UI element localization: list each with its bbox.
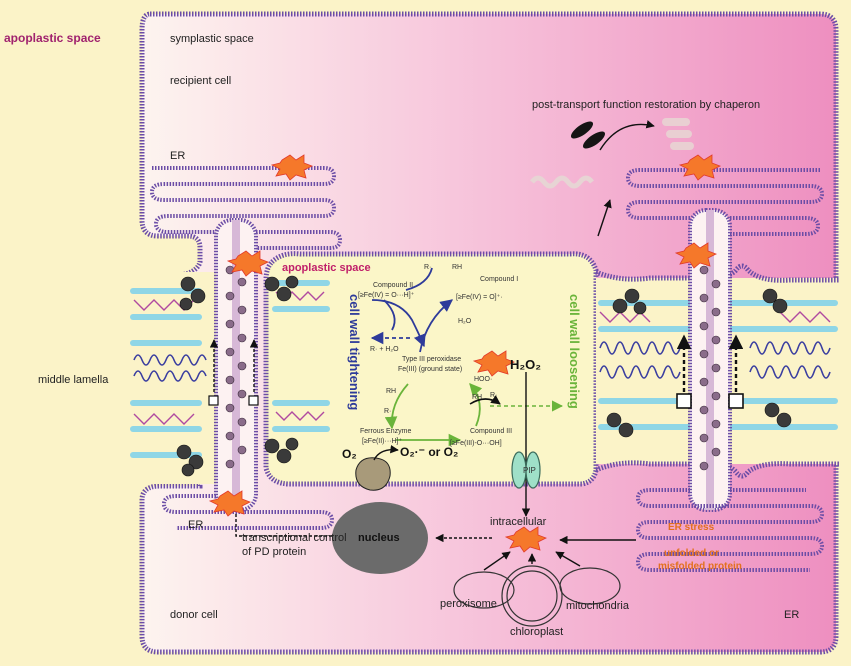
compound-ii-formula: [≥Fe(IV) = O···H]⁺ bbox=[358, 292, 415, 299]
ground-state-label: Fe(III) (ground state) bbox=[398, 366, 463, 373]
pip-label: PIP bbox=[523, 466, 536, 475]
right-wall-membrane-bottom bbox=[595, 460, 840, 479]
misfolded-protein-label: misfolded protein bbox=[658, 561, 742, 572]
ferrous-formula: [≥Fe(II)···H]⁺ bbox=[362, 438, 403, 445]
tightening-cycle bbox=[370, 267, 453, 353]
nucleus-label: nucleus bbox=[358, 532, 400, 544]
er-top-left-label: ER bbox=[170, 150, 186, 162]
compound-i-formula: [≥Fe(IV) = O]⁺· bbox=[456, 294, 503, 301]
compound-iii-formula: [≥Fe(III)-O···OH] bbox=[450, 440, 502, 447]
nucleus bbox=[332, 502, 428, 574]
ros-burst-icon bbox=[208, 154, 721, 553]
pd-protein-label: of PD protein bbox=[242, 546, 307, 558]
cell-wall-loosening-label: cell wall loosening bbox=[567, 294, 582, 409]
unfolded-label: unfolded or bbox=[664, 548, 719, 559]
intracellular-label: intracellular bbox=[490, 516, 547, 528]
symplastic-space-label: symplastic space bbox=[170, 33, 254, 45]
chloroplast-label: chloroplast bbox=[510, 626, 564, 638]
apoplastic-space-center-label: apoplastic space bbox=[282, 262, 371, 274]
donor-cell-label: donor cell bbox=[170, 609, 218, 621]
peroxisome-label: peroxisome bbox=[440, 598, 497, 610]
r-h2o-label: R· + H₂O bbox=[370, 346, 399, 353]
trafficking-arrows-right bbox=[676, 334, 744, 392]
h2o-label: H₂O bbox=[458, 318, 472, 325]
r-dot-label-1: R· bbox=[424, 264, 432, 271]
right-wall-membrane-top bbox=[595, 263, 840, 283]
mitochondria bbox=[559, 567, 621, 605]
mitochondria-label: mitochondria bbox=[566, 600, 629, 612]
compound-iii-label: Compound III bbox=[470, 428, 513, 435]
cargo-boxes-right bbox=[676, 393, 744, 409]
er-bottom-left-label: ER bbox=[188, 519, 204, 531]
h2o2-label: H₂O₂ bbox=[510, 357, 542, 372]
post-transport-label: post-transport function restoration by c… bbox=[532, 99, 761, 111]
compound-i-label: Compound I bbox=[480, 276, 519, 283]
er-bottom-right bbox=[635, 488, 825, 572]
folded-protein-icon bbox=[662, 118, 694, 150]
ferrous-enzyme-label: Ferrous Enzyme bbox=[360, 428, 412, 435]
chloroplast bbox=[501, 565, 563, 627]
cell-wall-tightening-label: cell wall tightening bbox=[347, 294, 362, 411]
compound-ii-label: Compound II bbox=[373, 282, 414, 289]
chaperone-icon bbox=[570, 121, 606, 149]
ferrous-cycle bbox=[384, 383, 483, 447]
r-dot-label-2: R· bbox=[384, 408, 392, 415]
hoo-swirl bbox=[469, 395, 501, 405]
rh-label-1: RH bbox=[452, 264, 463, 271]
pip-channel bbox=[511, 451, 541, 489]
organelle-arrows bbox=[483, 535, 636, 571]
o2-arrow bbox=[373, 444, 399, 461]
plasmodesma-right bbox=[688, 208, 732, 512]
transcriptional-control-label: transcriptional control bbox=[242, 532, 347, 544]
rh-label-3: RH bbox=[472, 394, 483, 401]
o2-label: O₂ bbox=[342, 447, 357, 461]
er-top-left bbox=[149, 166, 343, 250]
recipient-cell-label: recipient cell bbox=[170, 75, 232, 87]
peroxisome bbox=[453, 571, 515, 609]
er-top-right bbox=[625, 168, 825, 236]
trafficking-arrows-left bbox=[209, 339, 259, 392]
left-cell-wall bbox=[130, 288, 207, 458]
type3-peroxidase-label: Type III peroxidase bbox=[402, 356, 462, 363]
o2-products-label: O₂·⁻ or O₂ bbox=[400, 445, 459, 459]
apoplastic-space-label: apoplastic space bbox=[4, 31, 101, 45]
protein-up-arrow bbox=[597, 199, 612, 237]
callose-deposits bbox=[176, 275, 792, 477]
er-bottom-right-label: ER bbox=[784, 609, 800, 621]
r-dot-label-3: R· bbox=[490, 392, 498, 399]
plasmodesma-left bbox=[214, 218, 258, 512]
unfolded-protein-wave bbox=[530, 175, 594, 189]
chaperone-arrow bbox=[599, 120, 655, 151]
hoo-label: HOO· bbox=[474, 376, 493, 383]
middle-lamella-label: middle lamella bbox=[38, 374, 109, 386]
er-stress-label: ER stress bbox=[668, 522, 715, 533]
cargo-boxes-left bbox=[208, 395, 259, 406]
rh-label-2: RH bbox=[386, 388, 397, 395]
er-bottom-left bbox=[161, 494, 335, 530]
enzyme-blob bbox=[355, 457, 391, 491]
